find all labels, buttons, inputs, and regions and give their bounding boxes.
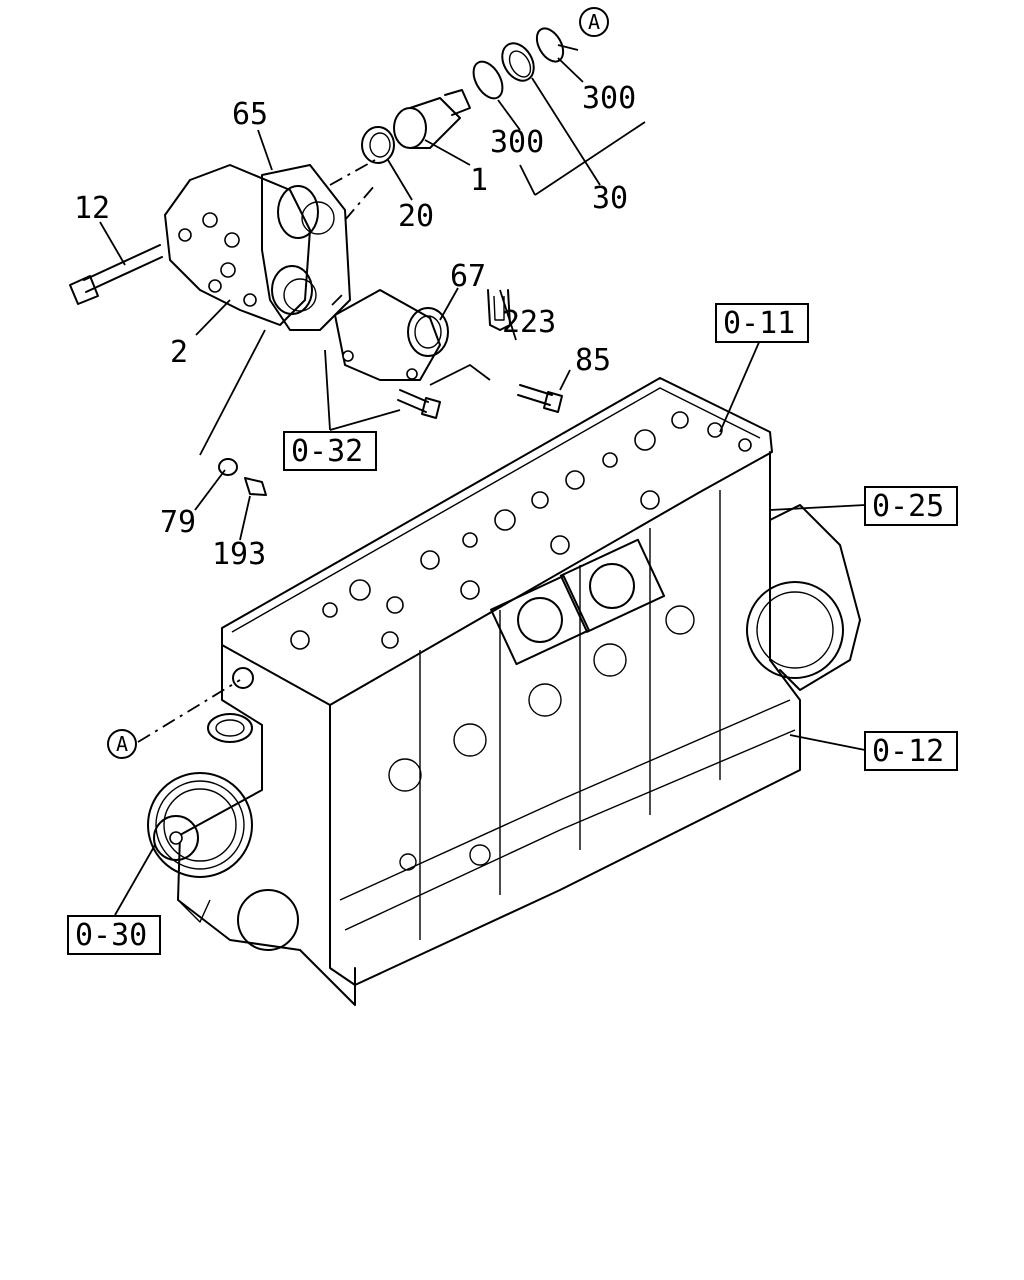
connector-mark-left: A xyxy=(107,729,137,759)
part-label-85: 85 xyxy=(575,343,611,378)
part-label-12: 12 xyxy=(74,191,110,226)
thermostat-seal-20 xyxy=(361,126,395,164)
ref-label-0-25: 0-25 xyxy=(872,489,944,524)
thermostat-1 xyxy=(393,89,471,149)
connector-label-top: A xyxy=(588,10,600,34)
bolt-12 xyxy=(69,244,163,305)
ref-label-0-32: 0-32 xyxy=(291,434,363,469)
part-label-65: 65 xyxy=(232,97,268,132)
part-label-20: 20 xyxy=(398,199,434,234)
water-outlet-housing xyxy=(164,164,351,331)
part-label-30: 30 xyxy=(592,181,628,216)
part-number-labels: 65 12 2 20 1 300 300 30 67 223 85 79 193 xyxy=(74,81,636,572)
ref-label-0-11: 0-11 xyxy=(723,306,795,341)
part-label-300-left: 300 xyxy=(490,125,544,160)
bolt-near-0-32 xyxy=(397,389,441,419)
ref-label-0-30: 0-30 xyxy=(75,918,147,953)
ref-box-0-12[interactable]: 0-12 xyxy=(864,731,958,771)
part-label-2: 2 xyxy=(170,335,188,370)
deck-holes xyxy=(290,411,752,650)
part-label-223: 223 xyxy=(502,305,556,340)
part-label-1: 1 xyxy=(470,163,488,198)
connector-label-left: A xyxy=(116,732,128,756)
part-label-300-right: 300 xyxy=(582,81,636,116)
engine-block xyxy=(147,377,861,1006)
ref-box-0-11[interactable]: 0-11 xyxy=(715,303,809,343)
bolt-85 xyxy=(517,384,563,413)
clip-223 xyxy=(487,289,511,331)
part-label-67: 67 xyxy=(450,259,486,294)
reference-boxes: 0-11 0-25 0-12 0-30 0-32 xyxy=(67,303,958,955)
plug-193 xyxy=(244,477,267,496)
part-label-193: 193 xyxy=(212,537,266,572)
ref-box-0-25[interactable]: 0-25 xyxy=(864,486,958,526)
ref-box-0-30[interactable]: 0-30 xyxy=(67,915,161,955)
part-label-79: 79 xyxy=(160,505,196,540)
water-pipe-67 xyxy=(334,289,449,381)
connection-lines xyxy=(137,159,376,743)
o-rings-300-30 xyxy=(472,27,565,100)
connector-mark-top: A xyxy=(579,7,609,37)
plug-79 xyxy=(218,458,238,476)
leader-lines xyxy=(99,44,866,916)
connector-marks: A A xyxy=(107,7,609,759)
ref-box-0-32[interactable]: 0-32 xyxy=(283,431,377,471)
ref-label-0-12: 0-12 xyxy=(872,734,944,769)
